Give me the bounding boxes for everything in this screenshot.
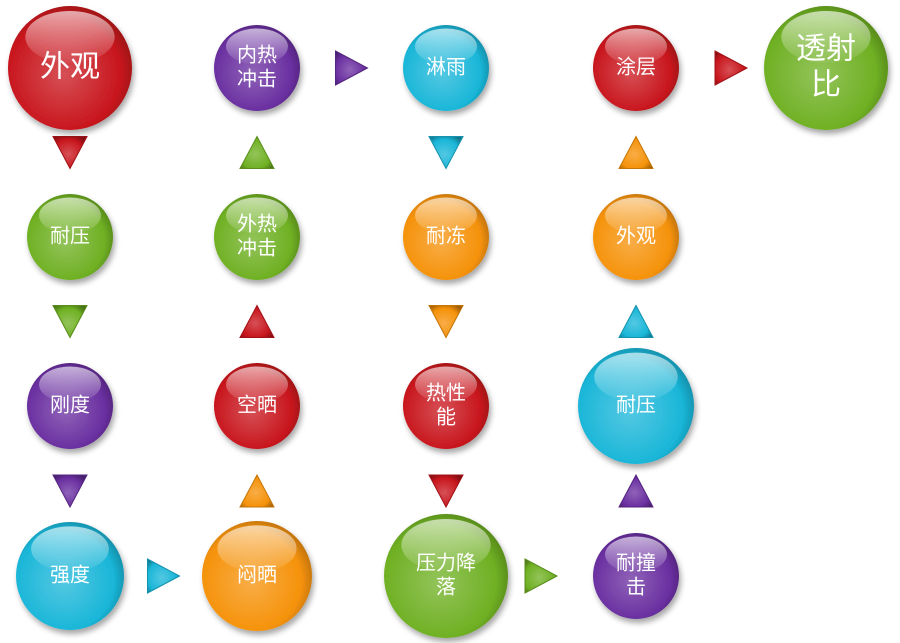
- node-gloss: [415, 28, 477, 65]
- node-label: 强度: [50, 563, 90, 587]
- node-gloss: [415, 197, 477, 234]
- arrow-n15-to-n16: [618, 135, 654, 169]
- arrow-n4-to-n5: [147, 558, 181, 594]
- node-gloss: [605, 28, 667, 65]
- node-gloss: [226, 197, 288, 234]
- node-gloss: [415, 366, 477, 403]
- node-n15: 外观: [593, 194, 679, 280]
- arrow-n6-to-n7: [239, 304, 275, 338]
- node-label: 落: [436, 575, 456, 599]
- arrow-n9-to-n10: [428, 136, 464, 170]
- node-gloss: [39, 366, 101, 403]
- node-label: 外热: [237, 212, 277, 236]
- node-n2: 耐压: [27, 194, 113, 280]
- node-n13: 耐撞击: [593, 533, 679, 619]
- node-label: 内热: [237, 43, 277, 67]
- node-label: 耐撞: [616, 551, 656, 575]
- node-gloss: [226, 28, 288, 65]
- node-n16: 涂层: [593, 25, 679, 111]
- node-label: 外观: [40, 50, 100, 85]
- arrow-n7-to-n8: [239, 135, 275, 169]
- node-n14: 耐压: [578, 348, 694, 464]
- node-n11: 热性能: [403, 363, 489, 449]
- node-gloss: [605, 197, 667, 234]
- node-n1: 外观: [8, 6, 132, 130]
- node-n6: 空晒: [214, 363, 300, 449]
- arrow-n5-to-n6: [239, 473, 275, 508]
- nodes-layer: 外观耐压刚度强度闷晒空晒外热冲击内热冲击淋雨耐冻热性能压力降落耐撞击耐压外观涂层…: [8, 6, 888, 638]
- arrow-n1-to-n2: [52, 136, 88, 170]
- node-label: 涂层: [616, 55, 656, 79]
- node-label: 淋雨: [426, 55, 466, 79]
- node-gloss: [401, 518, 491, 572]
- node-gloss: [31, 526, 109, 572]
- node-n4: 强度: [16, 522, 124, 630]
- node-label: 热性: [426, 381, 466, 405]
- node-gloss: [226, 366, 288, 403]
- arrow-n2-to-n3: [52, 305, 88, 339]
- node-label: 压力降: [416, 551, 476, 575]
- node-gloss: [39, 197, 101, 234]
- node-gloss: [25, 10, 115, 64]
- node-label: 击: [626, 575, 646, 599]
- arrow-n3-to-n4: [52, 474, 88, 509]
- node-label: 比: [811, 68, 841, 103]
- node-label: 闷晒: [237, 563, 277, 587]
- node-label: 冲击: [237, 236, 277, 260]
- arrow-n14-to-n15: [618, 304, 654, 338]
- node-n5: 闷晒: [202, 521, 312, 631]
- node-gloss: [605, 536, 667, 573]
- node-label: 刚度: [50, 393, 90, 417]
- arrow-n13-to-n14: [618, 473, 654, 508]
- node-label: 外观: [616, 224, 656, 248]
- node-label: 耐压: [616, 393, 656, 417]
- node-n3: 刚度: [27, 363, 113, 449]
- node-label: 耐冻: [426, 224, 466, 248]
- arrow-n16-to-n17: [714, 50, 749, 86]
- arrow-n12-to-n13: [524, 558, 559, 594]
- arrow-n10-to-n11: [428, 305, 464, 339]
- node-label: 空晒: [237, 393, 277, 417]
- node-n17: 透射比: [764, 6, 888, 130]
- node-gloss: [217, 525, 297, 572]
- node-n10: 耐冻: [403, 194, 489, 280]
- node-label: 能: [436, 405, 456, 429]
- node-label: 透射: [796, 32, 856, 67]
- node-n9: 淋雨: [403, 25, 489, 111]
- node-label: 冲击: [237, 67, 277, 91]
- node-gloss: [594, 352, 678, 402]
- arrow-n8-to-n9: [335, 50, 369, 86]
- node-gloss: [781, 10, 871, 64]
- arrow-n11-to-n12: [428, 474, 464, 509]
- arrows-layer: [52, 50, 749, 594]
- node-label: 耐压: [50, 224, 90, 248]
